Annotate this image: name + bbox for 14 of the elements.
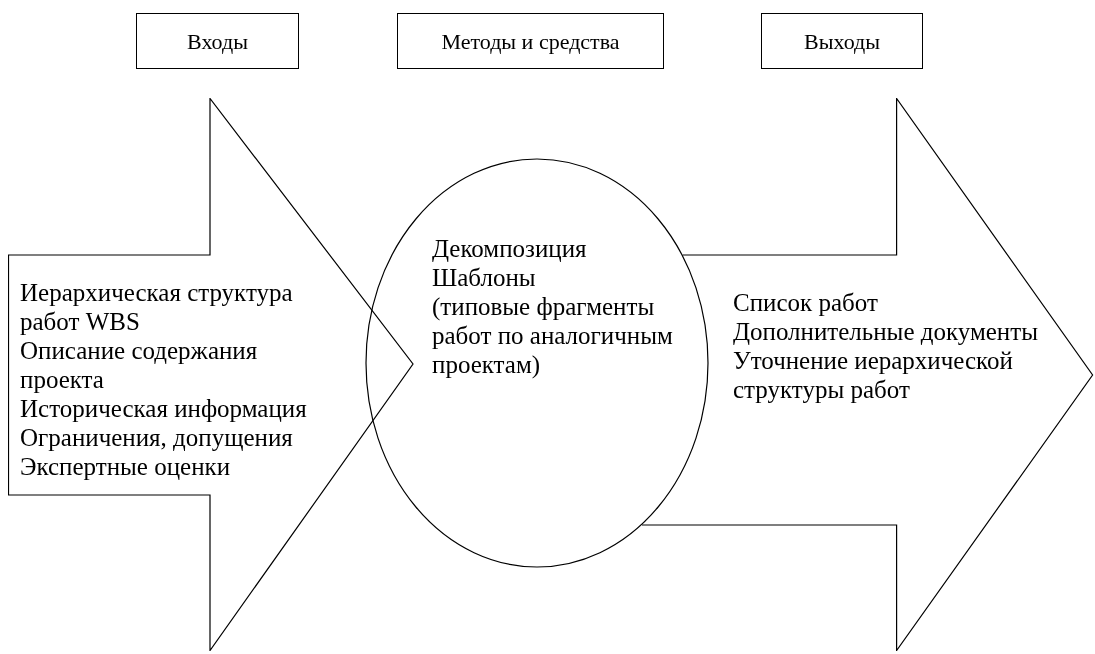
list-item-text: Описание содержания проекта <box>20 336 259 394</box>
list-item-text: Ограничения, допущения <box>20 423 294 452</box>
header-box: Методы и средства <box>397 13 664 69</box>
list-item-text: (типовые фрагменты работ по аналогичным проектам) <box>432 292 674 379</box>
list-item-text: Иерархическая структура работ WBS <box>20 278 294 336</box>
header-box: Входы <box>136 13 299 69</box>
header-box: Выходы <box>761 13 923 69</box>
list-item-text: Экспертные оценки <box>20 452 232 481</box>
list-item-text: Список работ <box>733 288 879 317</box>
list-item-text: Уточнение иерархической структуры работ <box>733 346 1014 404</box>
list-item-text: Историческая информация <box>20 394 308 423</box>
list-item-text: Дополнительные документы <box>733 317 1039 346</box>
list-item-text: Шаблоны <box>432 263 537 292</box>
list-item-text: Декомпозиция <box>432 234 588 263</box>
